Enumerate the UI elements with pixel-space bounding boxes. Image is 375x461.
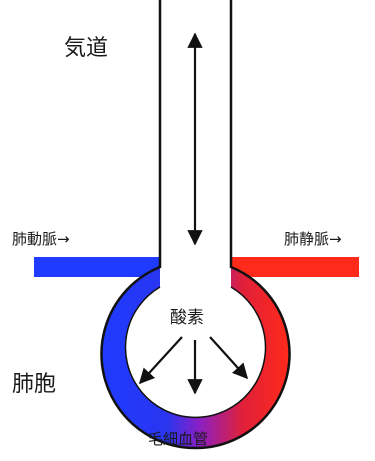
alveolus-outline bbox=[100, 0, 291, 450]
alveolus-inner-outline bbox=[124, 286, 267, 418]
pulmonary-artery-label: 肺動脈→ bbox=[12, 230, 70, 248]
pulmonary-vein-vessel bbox=[231, 257, 359, 277]
pulmonary-artery-vessel bbox=[34, 257, 160, 277]
alveolus-label: 肺胞 bbox=[12, 372, 57, 397]
capillary-label: 毛細血管 bbox=[148, 430, 209, 448]
capillary-ring bbox=[101, 267, 290, 449]
pulmonary-vein-label: 肺静脈→ bbox=[284, 230, 342, 248]
oxygen-arrow-left bbox=[138, 336, 183, 385]
oxygen-label: 酸素 bbox=[170, 308, 204, 328]
trachea-label: 気道 bbox=[64, 36, 109, 61]
oxygen-arrow-right bbox=[209, 336, 249, 380]
